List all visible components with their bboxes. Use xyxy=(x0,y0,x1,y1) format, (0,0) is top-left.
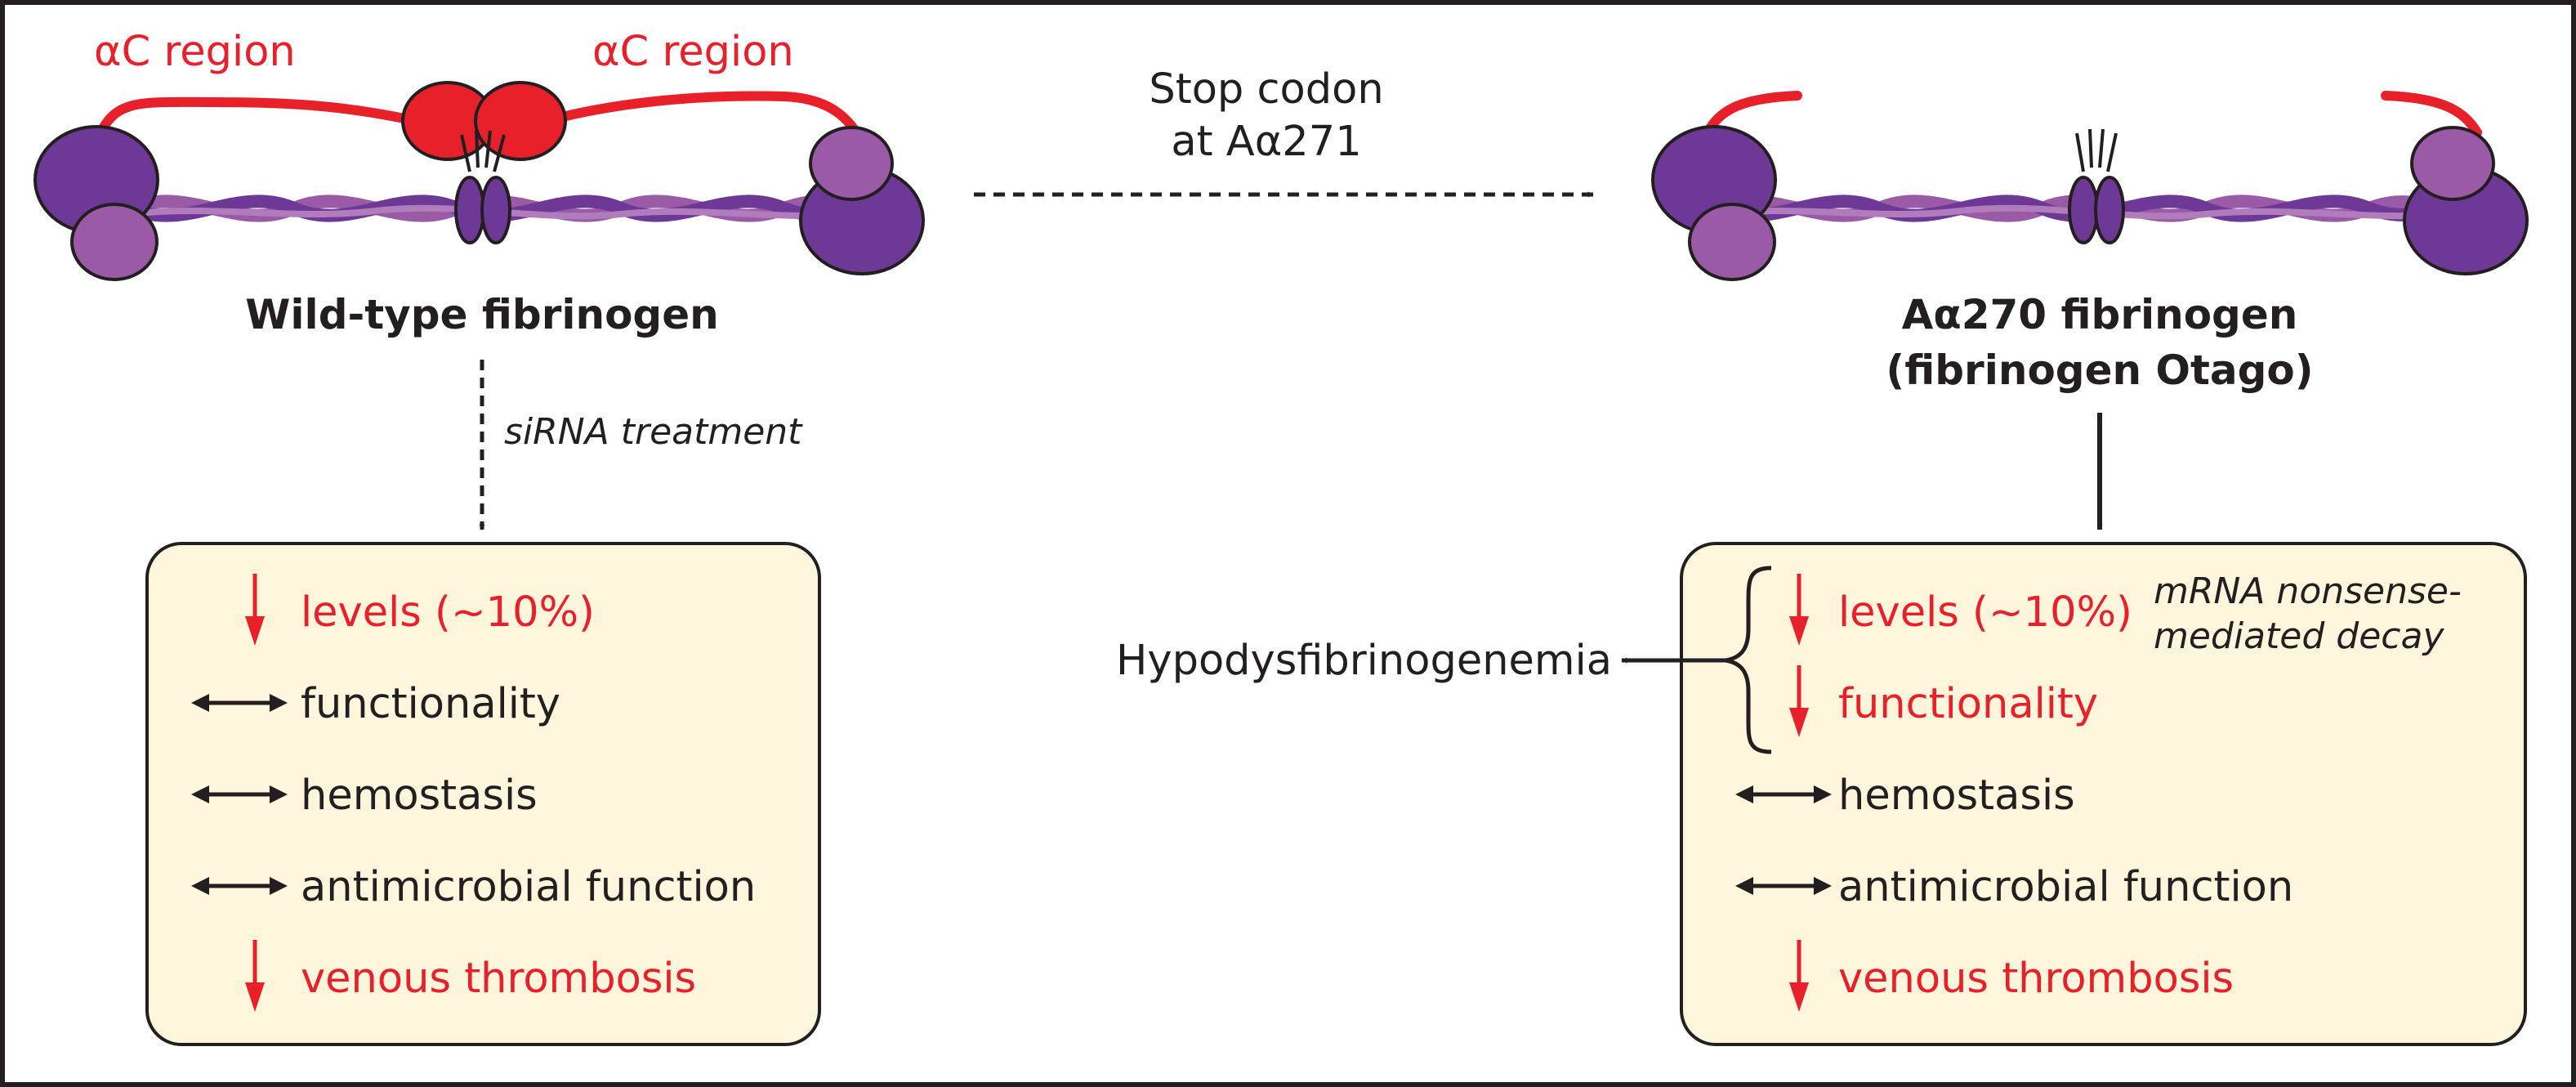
arrowhead-right-icon xyxy=(270,785,288,803)
d-domain-right-small xyxy=(809,126,894,201)
arrowhead-left-icon xyxy=(1735,785,1753,803)
ac-domain-right xyxy=(474,81,567,161)
mutant-effects-list: levels (~10%) functionality hemostasis anti… xyxy=(1735,574,2293,1012)
arrowhead-right-icon xyxy=(270,694,288,712)
decrease-arrowhead-icon xyxy=(1789,982,1809,1012)
ac-region-tail-left xyxy=(93,96,409,144)
effect-row: venous thrombosis xyxy=(245,940,696,1012)
effect-row: antimicrobial function xyxy=(1735,863,2293,911)
effect-label: antimicrobial function xyxy=(301,863,756,911)
effect-row: hemostasis xyxy=(1735,772,2075,820)
effect-label: hemostasis xyxy=(1838,772,2075,820)
wild-type-fibrinogen-molecule xyxy=(33,81,925,281)
effect-row: levels (~10%) xyxy=(245,574,595,646)
effect-row: functionality xyxy=(1789,665,2098,737)
d-domain-left-small xyxy=(1688,203,1776,281)
effect-label: antimicrobial function xyxy=(1838,863,2293,911)
e-domain-right xyxy=(2094,176,2125,244)
decrease-arrowhead-icon xyxy=(245,616,265,646)
effect-row: levels (~10%) xyxy=(1789,574,2132,646)
arrowhead-right-icon xyxy=(1814,877,1832,895)
e-domain-left xyxy=(2068,176,2099,244)
wild-type-title: Wild-type fibrinogen xyxy=(245,291,718,338)
e-domain-right xyxy=(480,176,511,244)
effect-label: venous thrombosis xyxy=(301,955,696,1003)
arrowhead-left-icon xyxy=(191,877,209,895)
effect-label: levels (~10%) xyxy=(301,588,595,637)
effect-label: functionality xyxy=(301,680,560,728)
wild-type-effects-box: levels (~10%) functionality hemostasis anti… xyxy=(145,542,821,1046)
mutant-effects-panel xyxy=(1680,542,2527,1046)
d-domain-left-small xyxy=(70,203,158,281)
ac-region-tail-right xyxy=(551,91,869,152)
phenotype-label: Hypodysfibrinogenemia xyxy=(1116,637,1612,685)
sirna-treatment-label: siRNA treatment xyxy=(504,411,803,453)
mutant-fibrinogen-molecule xyxy=(1651,91,2529,281)
stop-codon-line1: Stop codon xyxy=(1149,65,1383,114)
effect-row: functionality xyxy=(191,680,560,728)
mutant-title-line2: (fibrinogen Otago) xyxy=(1886,347,2313,394)
nmd-note-line1: mRNA nonsense- xyxy=(2154,570,2462,612)
stop-codon-line2: at Aα271 xyxy=(1171,118,1361,166)
ac-region-label-left: αC region xyxy=(94,28,296,76)
effect-row: hemostasis xyxy=(191,772,538,820)
ac-region-label-right: αC region xyxy=(592,28,794,76)
wild-type-effects-list: levels (~10%) functionality hemostasis anti… xyxy=(191,574,756,1012)
effect-label: functionality xyxy=(1838,680,2098,728)
arrowhead-left-icon xyxy=(1735,877,1753,895)
effect-row: antimicrobial function xyxy=(191,863,756,911)
effect-label: venous thrombosis xyxy=(1838,955,2234,1003)
effect-label: levels (~10%) xyxy=(1838,588,2132,637)
wild-type-effects-panel xyxy=(145,542,821,1046)
mutant-title-line1: Aα270 fibrinogen xyxy=(1902,291,2298,338)
arrowhead-right-icon xyxy=(1814,785,1832,803)
decrease-arrowhead-icon xyxy=(245,982,265,1012)
d-domain-right-small xyxy=(2410,126,2495,201)
arrowhead-left-icon xyxy=(191,694,209,712)
arrowhead-right-icon xyxy=(270,877,288,895)
nmd-note-line2: mediated decay xyxy=(2154,615,2444,657)
effect-row: venous thrombosis xyxy=(1789,940,2234,1012)
e-domain-left xyxy=(454,176,485,244)
effect-label: hemostasis xyxy=(301,772,538,820)
truncated-ac-tail-right xyxy=(2381,91,2482,137)
mutant-effects-box: levels (~10%) functionality hemostasis anti… xyxy=(1680,542,2527,1046)
decrease-arrowhead-icon xyxy=(1789,616,1809,646)
arrowhead-left-icon xyxy=(191,785,209,803)
decrease-arrowhead-icon xyxy=(1789,708,1809,737)
